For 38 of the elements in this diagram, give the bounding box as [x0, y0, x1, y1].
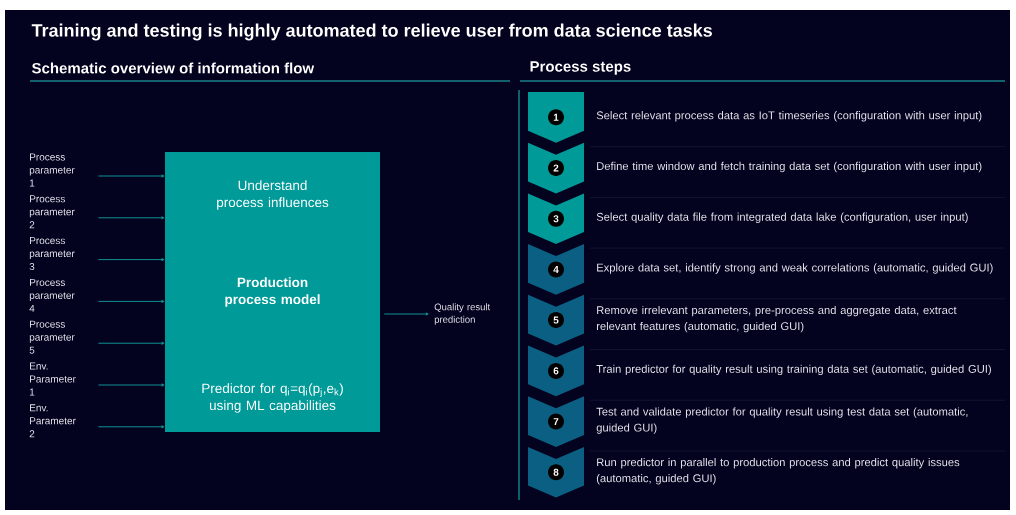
chevron-step: 6 [528, 345, 584, 397]
step-description: Select relevant process data as IoT timeseries (configuration with user input) [596, 111, 982, 122]
chevron-step: 5 [528, 294, 584, 346]
step-description: Explore data set, identify strong and weak correlations (automatic, guided GUI) [597, 263, 993, 274]
arrow [97, 341, 165, 345]
chevron-step: 7 [528, 396, 584, 447]
step-description: Test and validate predictor for quality result using test data set (automatic, guided GUI) [596, 407, 968, 434]
step-description: Select quality data file from integrated data lake (configuration, user input) [596, 212, 968, 223]
chevron-step: 3 [528, 193, 584, 245]
arrow [97, 174, 165, 178]
chevron-step: 2 [528, 142, 584, 194]
step-description: Remove irrelevant parameters, pre-process and aggregate data, extract relevant features (automatic, guided GUI) [596, 305, 957, 333]
input-label: Process parameter 1 [29, 153, 75, 187]
title: Training and testing is highly automated to relieve user from data science tasks [31, 23, 712, 41]
step-description: Run predictor in parallel to production process and predict quality issues (automatic, guided GUI) [596, 458, 960, 485]
output-label: Quality result prediction [434, 303, 491, 325]
input-label: Process parameter 3 [29, 237, 75, 271]
box-text: Production process model [225, 277, 320, 307]
box-text: Predictor for q$_{i}$=q$_{i}$(p$_{j}$,e$_{k}$) using ML capabilities [202, 383, 343, 413]
arrow [97, 425, 165, 429]
input-label: Process parameter 4 [29, 278, 75, 312]
input-label: Env. Parameter 2 [29, 404, 76, 438]
arrow [97, 216, 165, 220]
chevron-step: 1 [528, 92, 584, 143]
arrow [383, 312, 429, 316]
arrow [97, 258, 165, 262]
arrow [97, 299, 165, 303]
section-heading: Process steps [530, 61, 631, 75]
section-heading: Schematic overview of information flow [32, 62, 315, 74]
arrow [97, 383, 165, 387]
step-description: Define time window and fetch training data set (configuration with user input) [597, 161, 982, 173]
chevron-step: 8 [528, 446, 584, 498]
step-description: Train predictor for quality result using training data set (automatic, guided GUI) [596, 364, 991, 376]
input-label: Env. Parameter 1 [29, 362, 76, 396]
input-label: Process parameter 2 [29, 195, 75, 229]
box-text: Understand process influences [217, 180, 329, 210]
chevron-step: 4 [528, 244, 584, 295]
input-label: Process parameter 5 [29, 320, 75, 354]
